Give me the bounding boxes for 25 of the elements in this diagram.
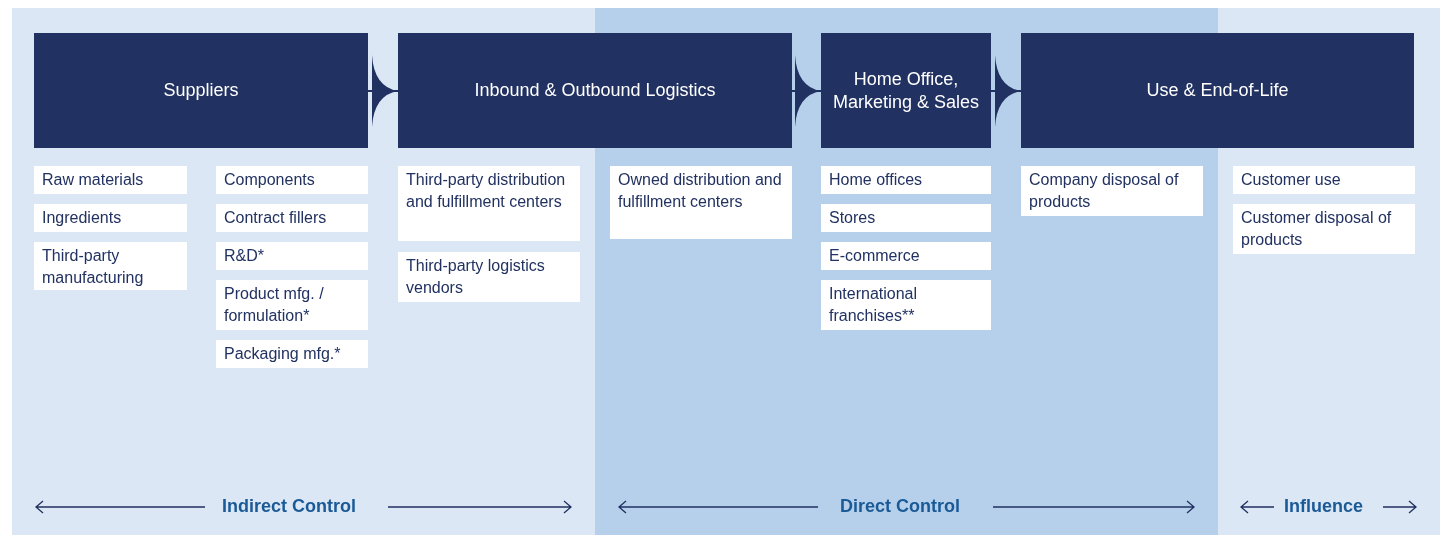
band-label: Direct Control <box>840 496 960 517</box>
activity-box: Third-party logistics vendors <box>398 252 580 302</box>
activity-box: International franchises** <box>821 280 991 330</box>
activity-box: Raw materials <box>34 166 187 194</box>
activity-box: Packaging mfg.* <box>216 340 368 368</box>
activity-box: Stores <box>821 204 991 232</box>
activity-box: Third-party distribution and fulfillment centers <box>398 166 580 241</box>
activity-box: R&D* <box>216 242 368 270</box>
activity-box: Third-party manufacturing <box>34 242 187 290</box>
stage-header: Use & End-of-Life <box>1021 33 1414 148</box>
activity-box: Product mfg. / formulation* <box>216 280 368 330</box>
activity-box: Home offices <box>821 166 991 194</box>
band-label: Indirect Control <box>222 496 356 517</box>
activity-box: Owned distribution and fulfillment centers <box>610 166 792 239</box>
activity-box: Ingredients <box>34 204 187 232</box>
stage-header: Home Office, Marketing & Sales <box>821 33 991 148</box>
stage-header: Inbound & Outbound Logistics <box>398 33 792 148</box>
band-label: Influence <box>1284 496 1363 517</box>
activity-box: Company disposal of products <box>1021 166 1203 216</box>
activity-box: Customer disposal of products <box>1233 204 1415 254</box>
activity-box: Components <box>216 166 368 194</box>
activity-box: E-commerce <box>821 242 991 270</box>
stage-header: Suppliers <box>34 33 368 148</box>
activity-box: Contract fillers <box>216 204 368 232</box>
activity-box: Customer use <box>1233 166 1415 194</box>
